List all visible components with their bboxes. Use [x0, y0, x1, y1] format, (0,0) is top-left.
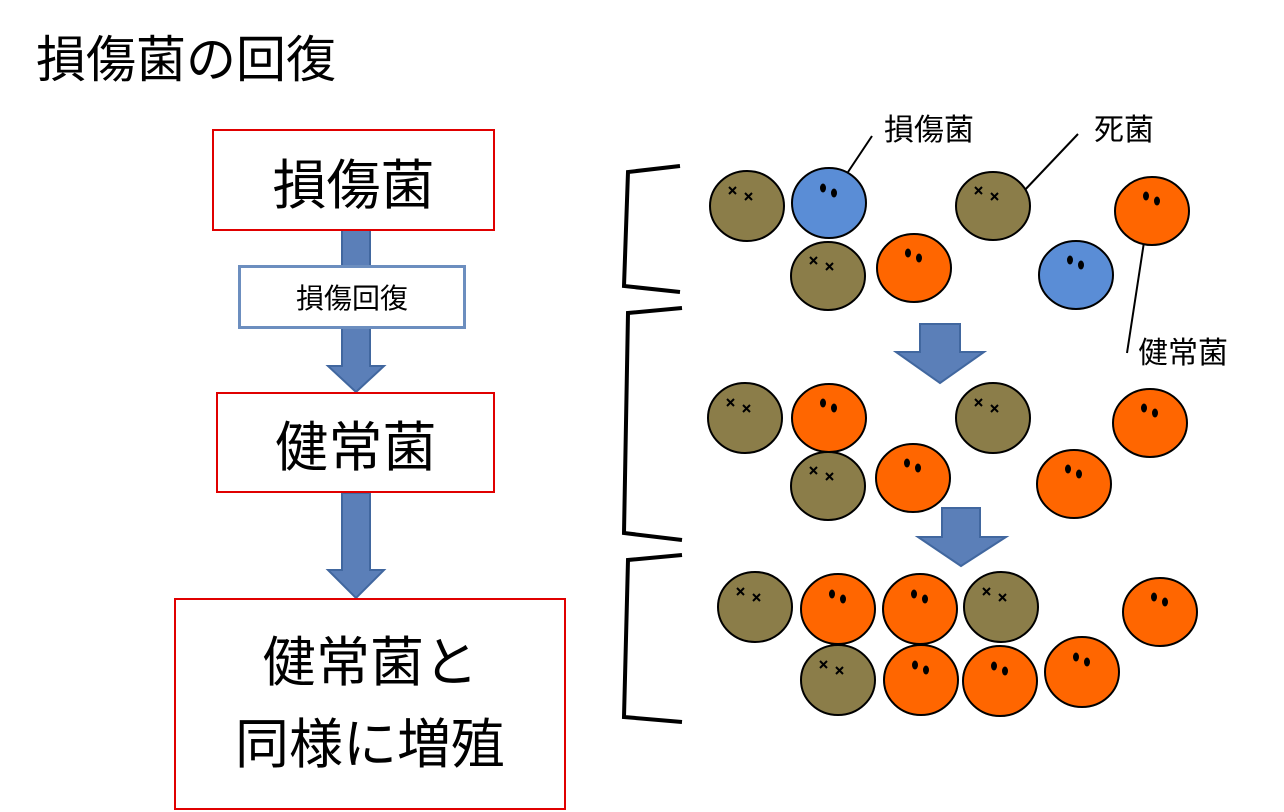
dead-cell — [717, 571, 793, 643]
flow-arrow-2 — [325, 492, 387, 600]
healthy-cell — [1044, 636, 1120, 708]
healthy-cell — [875, 443, 951, 513]
bracket-stage-1 — [621, 164, 681, 294]
healthy-cell — [882, 573, 958, 645]
stage-arrow-1 — [892, 323, 988, 385]
healthy-cell — [883, 644, 959, 716]
bracket-stage-3 — [621, 553, 683, 724]
healthy-cell — [962, 645, 1038, 717]
stage-1-cells — [709, 167, 1190, 311]
slide-title: 損傷菌の回復 — [36, 31, 336, 89]
label-dead-bacteria: 死菌 — [1094, 113, 1154, 148]
bracket-stage-2 — [621, 306, 683, 542]
stage-arrow-2 — [914, 507, 1010, 568]
injured-cell — [1038, 240, 1114, 310]
healthy-cell — [1114, 176, 1190, 246]
healthy-cell — [1112, 388, 1188, 458]
injured-bacteria-box: 損傷菌 — [212, 129, 495, 231]
label-healthy-bacteria: 健常菌 — [1138, 336, 1228, 371]
dead-cell — [709, 170, 785, 242]
healthy-cell — [1122, 577, 1198, 647]
leader-line-injured — [845, 135, 873, 176]
healthy-cell — [800, 573, 876, 645]
label-injured-bacteria: 損傷菌 — [884, 113, 974, 148]
injured-cell — [791, 167, 867, 239]
proliferation-box: 健常菌と 同様に増殖 — [174, 598, 566, 810]
dead-cell — [955, 382, 1031, 454]
healthy-cell — [1036, 449, 1112, 519]
dead-cell — [963, 571, 1039, 643]
dead-cell — [790, 241, 866, 311]
dead-cell — [955, 171, 1031, 241]
stage-3-cells — [717, 571, 1198, 717]
healthy-cell — [791, 383, 867, 453]
dead-cell — [800, 644, 876, 716]
healthy-cell — [876, 233, 952, 303]
injury-recovery-box: 損傷回復 — [238, 265, 466, 329]
dead-cell — [707, 382, 783, 454]
leader-line-dead — [1021, 133, 1079, 194]
leader-line-healthy — [1126, 241, 1145, 354]
healthy-bacteria-box: 健常菌 — [216, 392, 495, 493]
stage-2-cells — [707, 382, 1188, 521]
dead-cell — [790, 451, 866, 521]
